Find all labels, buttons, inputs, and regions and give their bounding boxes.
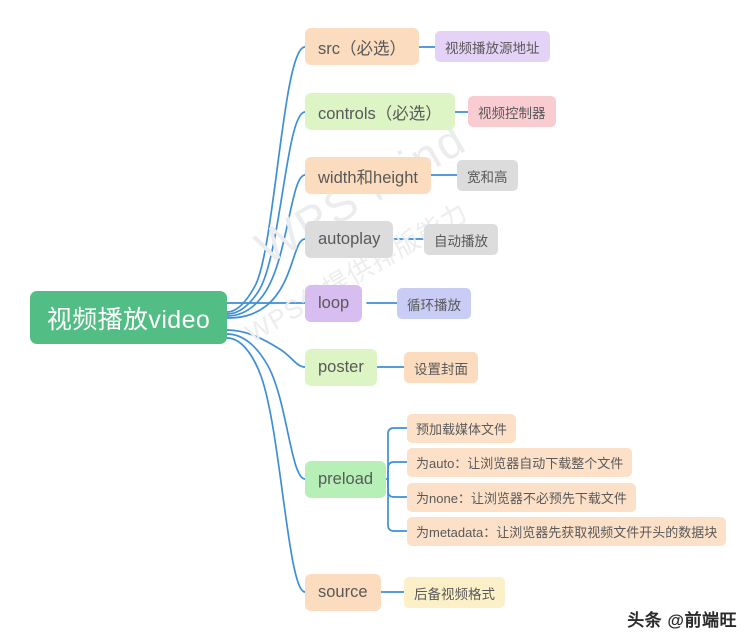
edge-root-source (226, 337, 306, 593)
node-preload[interactable]: preload (305, 461, 387, 498)
node-poster[interactable]: poster (305, 349, 377, 386)
edge-preload-child-2 (387, 461, 408, 480)
edge-root-poster (226, 329, 306, 368)
node-loop[interactable]: loop (305, 285, 363, 322)
edge-root-preload (226, 333, 306, 480)
node-loop-desc[interactable]: 循环播放 (397, 288, 471, 319)
root-node[interactable]: 视频播放video (30, 291, 227, 344)
edge-root-src (226, 46, 306, 313)
node-src[interactable]: src（必选） (305, 28, 419, 65)
node-autoplay[interactable]: autoplay (305, 221, 394, 258)
edge-preload-child-1 (387, 427, 408, 487)
node-preload-desc-2[interactable]: 为auto：让浏览器自动下载整个文件 (407, 448, 633, 477)
node-src-desc[interactable]: 视频播放源地址 (435, 31, 550, 62)
node-preload-desc-1[interactable]: 预加载媒体文件 (407, 414, 517, 443)
node-poster-desc[interactable]: 设置封面 (404, 352, 478, 383)
node-controls[interactable]: controls（必选） (305, 93, 455, 130)
edge-root-controls (226, 111, 306, 315)
node-source[interactable]: source (305, 574, 381, 611)
edge-preload-child-3 (387, 478, 408, 498)
edge-preload-child-4 (387, 478, 408, 532)
node-width-height[interactable]: width和height (305, 157, 431, 194)
node-source-desc[interactable]: 后备视频格式 (404, 577, 505, 608)
node-preload-desc-4[interactable]: 为metadata：让浏览器先获取视频文件开头的数据块 (407, 517, 727, 546)
node-width-height-desc[interactable]: 宽和高 (457, 160, 518, 191)
node-autoplay-desc[interactable]: 自动播放 (424, 224, 498, 255)
node-preload-desc-3[interactable]: 为none：让浏览器不必预先下载文件 (407, 483, 636, 512)
node-controls-desc[interactable]: 视频控制器 (468, 96, 556, 127)
author-credit-watermark: 头条 @前端旺 (627, 611, 737, 630)
edge-root-widthheight (226, 174, 306, 317)
edge-root-autoplay (226, 238, 306, 319)
wps-sub-watermark: WPS仅提供排版能力 (240, 196, 474, 349)
